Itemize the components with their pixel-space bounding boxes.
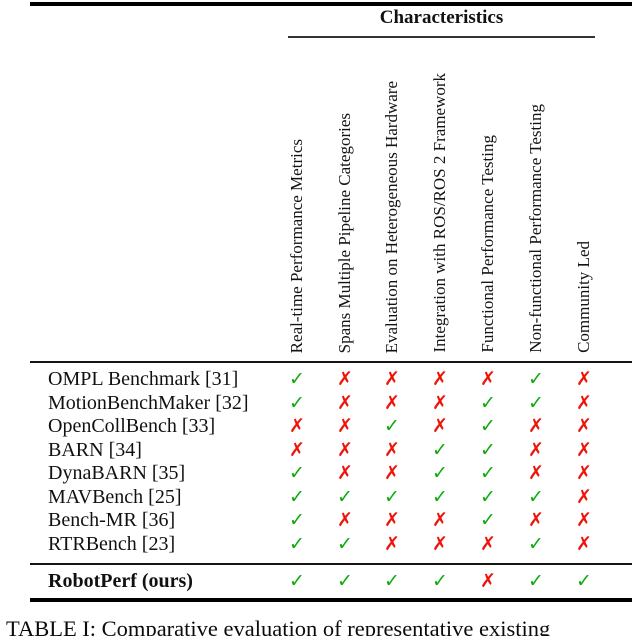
cross-mark-icon: ✗: [576, 485, 592, 508]
column-header: Functional Performance Testing: [478, 135, 497, 353]
cross-mark-icon: ✗: [384, 462, 400, 484]
check-mark-icon: ✓: [528, 532, 544, 555]
check-mark-icon: ✓: [384, 570, 400, 592]
cross-mark-icon: ✗: [384, 438, 400, 461]
cross-mark-icon: ✗: [432, 391, 448, 414]
check-mark-icon: ✓: [337, 570, 353, 592]
check-mark-icon: ✓: [576, 570, 592, 592]
cross-mark-icon: ✗: [576, 438, 592, 461]
cross-mark-icon: ✗: [384, 368, 400, 390]
table-row: RTRBench [23] ✓ ✓ ✗ ✗ ✗ ✓ ✗: [0, 533, 640, 557]
cross-mark-icon: ✗: [576, 391, 592, 414]
check-mark-icon: ✓: [528, 570, 544, 592]
check-mark-icon: ✓: [337, 485, 353, 508]
cross-mark-icon: ✗: [576, 509, 592, 531]
column-headers: Real-time Performance Metrics Spans Multi…: [287, 73, 593, 353]
check-mark-icon: ✓: [289, 462, 305, 484]
table-bottom-rule: [30, 598, 632, 602]
table-row: BARN [34] ✗ ✗ ✗ ✓ ✓ ✗ ✗: [0, 439, 640, 463]
check-mark-icon: ✓: [289, 368, 305, 390]
column-header: Real-time Performance Metrics: [287, 138, 306, 353]
column-header: Community Led: [574, 241, 593, 353]
check-mark-icon: ✓: [480, 462, 496, 484]
check-mark-icon: ✓: [480, 438, 496, 461]
table-body: OMPL Benchmark [31]✓✗✗✗✗✓✗MotionBenchMak…: [0, 368, 640, 556]
cross-mark-icon: ✗: [337, 509, 353, 531]
table-row: OMPL Benchmark [31] ✓ ✗ ✗ ✗ ✗ ✓ ✗: [0, 368, 640, 392]
cross-mark-icon: ✗: [480, 570, 496, 592]
column-group-rule: [288, 36, 595, 38]
check-mark-icon: ✓: [432, 438, 448, 461]
cross-mark-icon: ✗: [528, 415, 544, 437]
check-mark-icon: ✓: [384, 415, 400, 437]
check-mark-icon: ✓: [289, 570, 305, 592]
check-mark-icon: ✓: [480, 485, 496, 508]
highlight-row-label: RobotPerf (ours): [48, 570, 193, 592]
cross-mark-icon: ✗: [528, 462, 544, 484]
column-group-header: Characteristics: [379, 7, 504, 28]
cross-mark-icon: ✗: [576, 532, 592, 555]
table-row: Bench-MR [36] ✓ ✗ ✗ ✗ ✓ ✗ ✗: [0, 509, 640, 533]
row-label: BARN [34]: [48, 438, 142, 461]
table-row: MotionBenchMaker [32] ✓ ✗ ✗ ✗ ✓ ✓ ✗: [0, 392, 640, 416]
cross-mark-icon: ✗: [480, 532, 496, 555]
check-mark-icon: ✓: [432, 485, 448, 508]
cross-mark-icon: ✗: [432, 415, 448, 437]
cross-mark-icon: ✗: [337, 415, 353, 437]
check-mark-icon: ✓: [528, 391, 544, 414]
cross-mark-icon: ✗: [289, 438, 305, 461]
row-label: RTRBench [23]: [48, 532, 176, 555]
row-label: Bench-MR [36]: [48, 509, 176, 531]
check-mark-icon: ✓: [432, 462, 448, 484]
cross-mark-icon: ✗: [480, 368, 496, 390]
table-caption: TABLE I: Comparative evaluation of repre…: [6, 616, 551, 636]
cross-mark-icon: ✗: [528, 509, 544, 531]
cross-mark-icon: ✗: [432, 509, 448, 531]
check-mark-icon: ✓: [528, 368, 544, 390]
cross-mark-icon: ✗: [337, 391, 353, 414]
cross-mark-icon: ✗: [528, 438, 544, 461]
row-label: OMPL Benchmark [31]: [48, 368, 239, 390]
check-mark-icon: ✓: [289, 485, 305, 508]
row-label: OpenCollBench [33]: [48, 415, 216, 437]
check-mark-icon: ✓: [384, 485, 400, 508]
row-label: MotionBenchMaker [32]: [48, 391, 249, 414]
cross-mark-icon: ✗: [384, 532, 400, 555]
table-row: DynaBARN [35] ✓ ✗ ✗ ✓ ✓ ✗ ✗: [0, 462, 640, 486]
cross-mark-icon: ✗: [384, 509, 400, 531]
check-mark-icon: ✓: [480, 415, 496, 437]
check-mark-icon: ✓: [289, 391, 305, 414]
table-row: MAVBench [25] ✓ ✓ ✓ ✓ ✓ ✓ ✗: [0, 486, 640, 510]
cross-mark-icon: ✗: [576, 415, 592, 437]
check-mark-icon: ✓: [480, 391, 496, 414]
cross-mark-icon: ✗: [337, 462, 353, 484]
cross-mark-icon: ✗: [576, 462, 592, 484]
table-top-rule: [30, 2, 632, 6]
check-mark-icon: ✓: [289, 532, 305, 555]
cross-mark-icon: ✗: [384, 391, 400, 414]
row-label: DynaBARN [35]: [48, 462, 186, 484]
cross-mark-icon: ✗: [337, 368, 353, 390]
cross-mark-icon: ✗: [337, 438, 353, 461]
table-row: OpenCollBench [33] ✗ ✗ ✓ ✗ ✓ ✗ ✗: [0, 415, 640, 439]
check-mark-icon: ✓: [432, 570, 448, 592]
body-separator-rule: [30, 563, 632, 565]
header-separator-rule: [30, 361, 632, 363]
row-label: MAVBench [25]: [48, 485, 182, 508]
column-header: Non-functional Performance Testing: [526, 104, 545, 353]
check-mark-icon: ✓: [528, 485, 544, 508]
column-header: Integration with ROS/ROS 2 Framework: [430, 73, 449, 353]
cross-mark-icon: ✗: [432, 532, 448, 555]
check-mark-icon: ✓: [289, 509, 305, 531]
highlight-row: RobotPerf (ours) ✓ ✓ ✓ ✓ ✗ ✓ ✓: [0, 569, 640, 593]
check-mark-icon: ✓: [480, 509, 496, 531]
cross-mark-icon: ✗: [289, 415, 305, 437]
check-mark-icon: ✓: [337, 532, 353, 555]
column-header: Evaluation on Heterogeneous Hardware: [382, 80, 401, 353]
cross-mark-icon: ✗: [576, 368, 592, 390]
cross-mark-icon: ✗: [432, 368, 448, 390]
column-header: Spans Multiple Pipeline Categories: [335, 112, 354, 353]
